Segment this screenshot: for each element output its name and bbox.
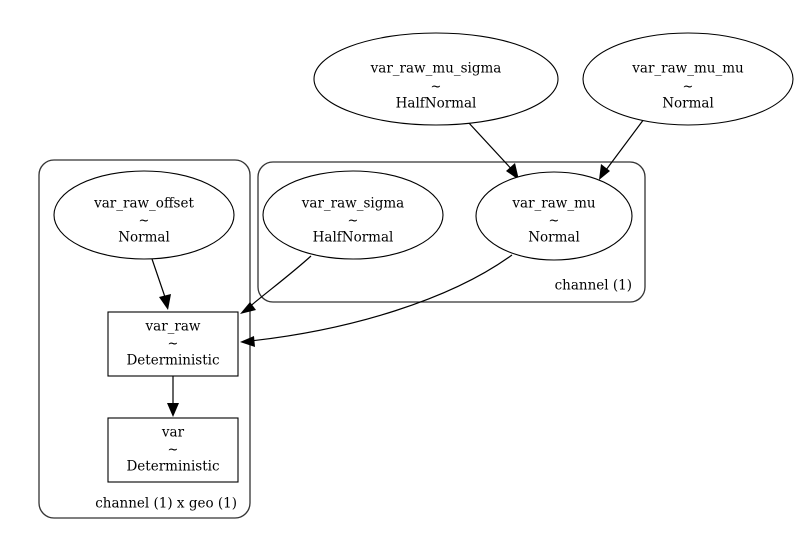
node-var-raw-sigma[interactable]: var_raw_sigma ~ HalfNormal bbox=[262, 170, 444, 260]
plate-channel bbox=[257, 161, 646, 303]
node-var-raw-mu[interactable]: var_raw_mu ~ Normal bbox=[475, 171, 633, 261]
node-name-label: var_raw_offset bbox=[93, 196, 194, 212]
node-separator-label: ~ bbox=[431, 80, 442, 95]
node-separator-label: ~ bbox=[139, 214, 150, 229]
node-var-raw-mu-sigma[interactable]: var_raw_mu_sigma ~ HalfNormal bbox=[313, 32, 559, 126]
arrow-head bbox=[167, 403, 179, 417]
node-name-label: var_raw_mu_mu bbox=[631, 61, 744, 77]
edge-offset-to-var-raw bbox=[151, 258, 171, 310]
edge-mu-sigma-to-mu bbox=[467, 121, 519, 180]
node-var[interactable]: var ~ Deterministic bbox=[107, 417, 239, 483]
arrow-head bbox=[240, 336, 255, 347]
node-distribution-label: Normal bbox=[662, 96, 714, 112]
arrow-head bbox=[240, 302, 256, 314]
node-name-label: var bbox=[161, 425, 185, 441]
node-name-label: var_raw bbox=[145, 319, 201, 335]
node-shape-ellipse[interactable] bbox=[262, 170, 444, 260]
node-separator-label: ~ bbox=[348, 214, 359, 229]
edge-mu-mu-to-mu bbox=[599, 118, 645, 180]
node-shape-box[interactable] bbox=[107, 311, 239, 377]
node-shape-ellipse[interactable] bbox=[475, 171, 633, 261]
node-separator-label: ~ bbox=[168, 443, 179, 458]
node-distribution-label: Normal bbox=[118, 230, 170, 246]
node-shape-ellipse[interactable] bbox=[582, 32, 794, 126]
plate-channel-group: channel (1) bbox=[257, 161, 646, 303]
arrow-head bbox=[599, 164, 610, 180]
node-separator-label: ~ bbox=[549, 214, 560, 229]
edge-mu-to-var-raw bbox=[240, 254, 513, 347]
node-separator-label: ~ bbox=[168, 337, 179, 352]
node-distribution-label: Deterministic bbox=[126, 459, 219, 475]
node-name-label: var_raw_mu bbox=[511, 196, 595, 212]
node-var-raw-offset[interactable]: var_raw_offset ~ Normal bbox=[53, 170, 235, 260]
arrow-head bbox=[159, 294, 171, 310]
node-var-raw-mu-mu[interactable]: var_raw_mu_mu ~ Normal bbox=[582, 32, 794, 126]
node-distribution-label: HalfNormal bbox=[396, 96, 477, 112]
node-separator-label: ~ bbox=[683, 80, 694, 95]
node-distribution-label: Deterministic bbox=[126, 353, 219, 369]
plate-channel-label: channel (1) bbox=[555, 278, 632, 294]
node-shape-box[interactable] bbox=[107, 417, 239, 483]
plate-channel-geo-label: channel (1) x geo (1) bbox=[95, 496, 237, 512]
node-name-label: var_raw_sigma bbox=[301, 196, 404, 212]
node-distribution-label: HalfNormal bbox=[313, 230, 394, 246]
node-distribution-label: Normal bbox=[528, 230, 580, 246]
node-name-label: var_raw_mu_sigma bbox=[370, 61, 502, 77]
arrow-head bbox=[506, 163, 519, 180]
edge-var-raw-to-var bbox=[167, 376, 179, 417]
edge-sigma-to-var-raw bbox=[240, 255, 312, 314]
node-shape-ellipse[interactable] bbox=[313, 32, 559, 126]
node-var-raw[interactable]: var_raw ~ Deterministic bbox=[107, 311, 239, 377]
node-shape-ellipse[interactable] bbox=[53, 170, 235, 260]
